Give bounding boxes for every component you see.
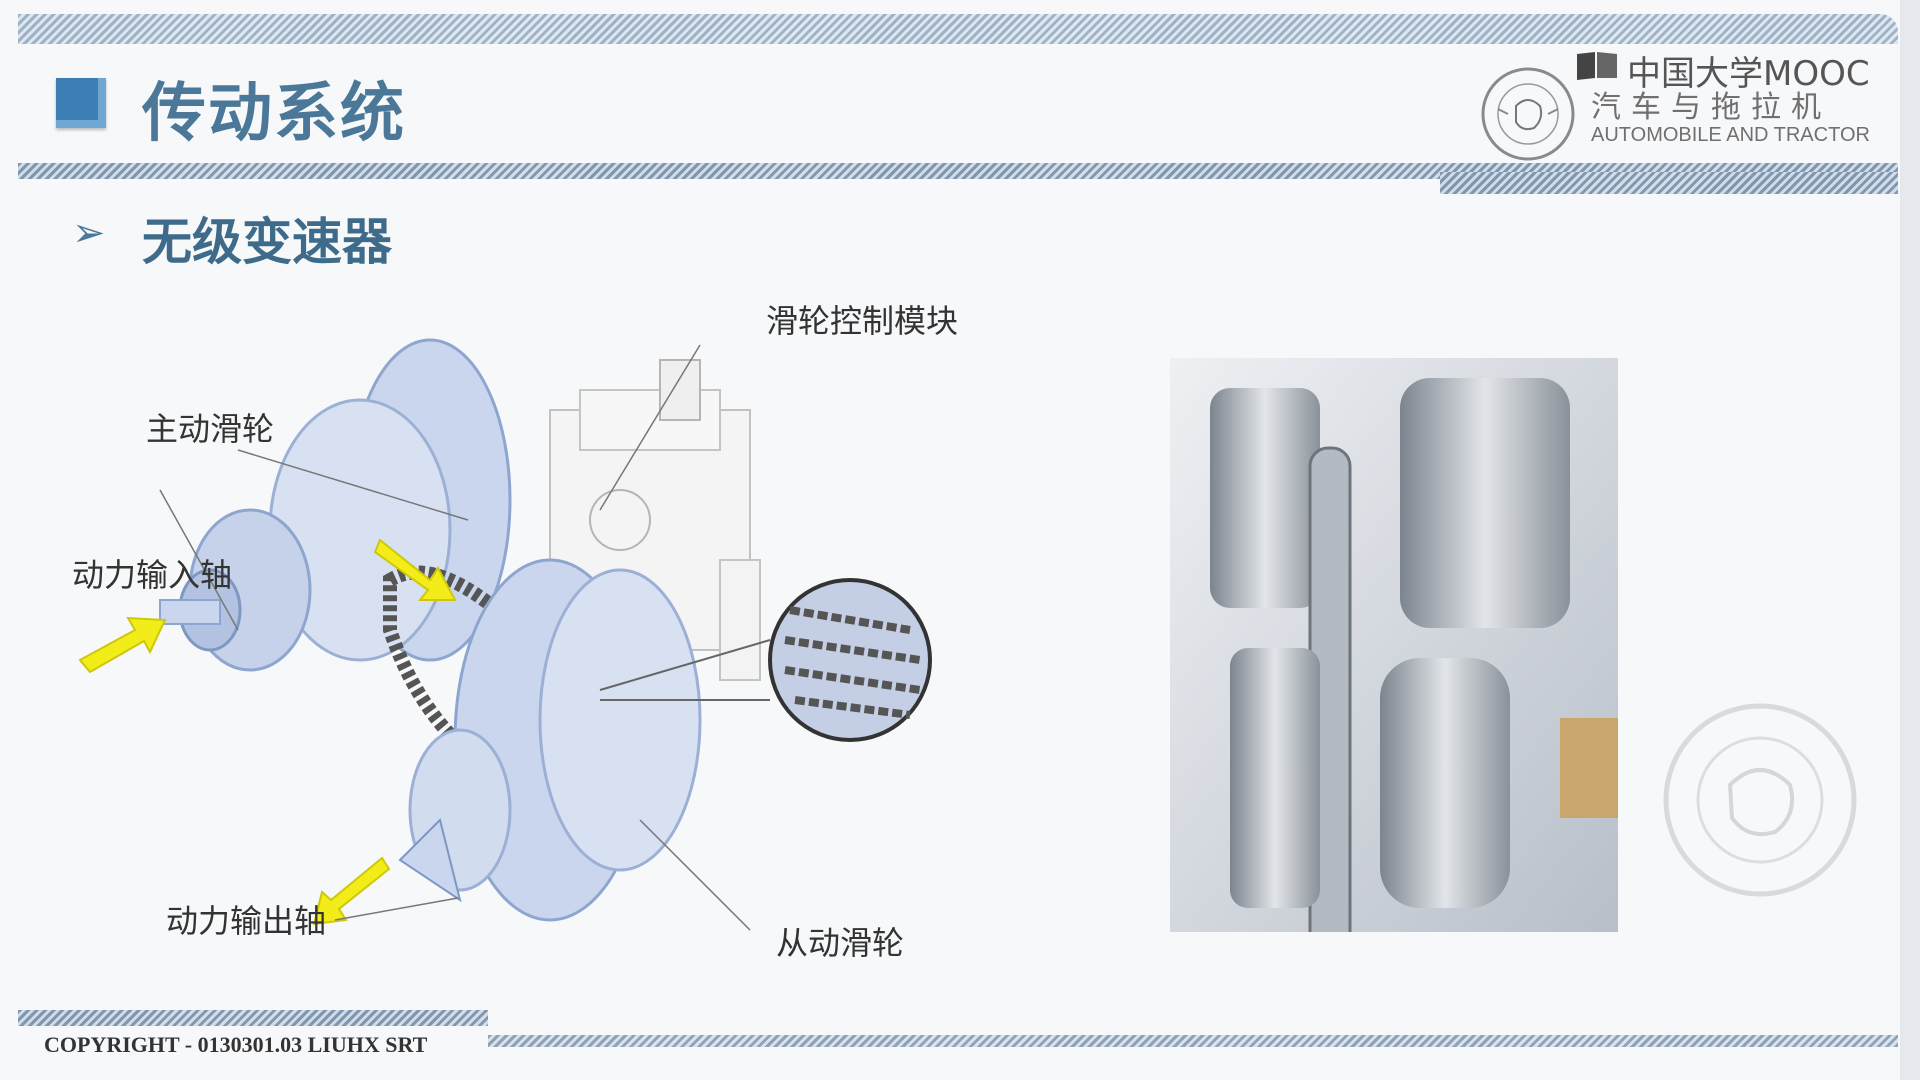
header-divider xyxy=(18,163,1898,179)
right-edge-strip xyxy=(1900,0,1920,1080)
course-name-en: AUTOMOBILE AND TRACTOR xyxy=(1591,124,1870,146)
header-divider-right xyxy=(1440,172,1898,194)
university-seal-icon xyxy=(1481,67,1575,161)
triangle-arrow-icon: ➢ xyxy=(72,210,106,256)
copyright-text: COPYRIGHT - 0130301.03 LIUHX SRT xyxy=(44,1032,428,1057)
cvt-photo xyxy=(1170,358,1618,932)
label-driving-pulley: 主动滑轮 xyxy=(146,410,275,448)
watermark-seal-icon xyxy=(1663,703,1857,897)
label-pulley-control-module: 滑轮控制模块 xyxy=(766,302,959,340)
mooc-branding: 中国大学MOOC 汽车与拖拉机 AUTOMOBILE AND TRACTOR xyxy=(1575,44,1895,154)
input-arrow-icon xyxy=(78,616,167,674)
label-input-shaft: 动力输入轴 xyxy=(72,556,233,594)
label-driven-pulley: 从动滑轮 xyxy=(776,924,905,962)
output-arrow-icon xyxy=(312,856,391,926)
label-output-shaft: 动力输出轴 xyxy=(166,902,327,940)
chain-detail-magnifier xyxy=(599,578,932,742)
course-name-cn: 汽车与拖拉机 xyxy=(1591,90,1831,125)
control-module-illustration xyxy=(549,359,761,681)
mooc-book-icon xyxy=(1577,52,1617,80)
page-title: 传动系统 xyxy=(142,77,406,151)
top-hatch-band xyxy=(18,14,1898,44)
belt-direction-arrow-icon xyxy=(373,538,457,601)
driving-pulley-illustration xyxy=(159,338,512,672)
square-bullet-icon xyxy=(56,78,106,128)
cvt-diagram xyxy=(78,338,932,931)
mooc-logo-text: 中国大学MOOC xyxy=(1627,54,1870,94)
footer-hatch-left xyxy=(18,1010,488,1026)
driven-pulley-illustration xyxy=(398,558,702,922)
section-subtitle: 无级变速器 xyxy=(142,213,392,271)
footer-hatch-right xyxy=(488,1035,1898,1047)
